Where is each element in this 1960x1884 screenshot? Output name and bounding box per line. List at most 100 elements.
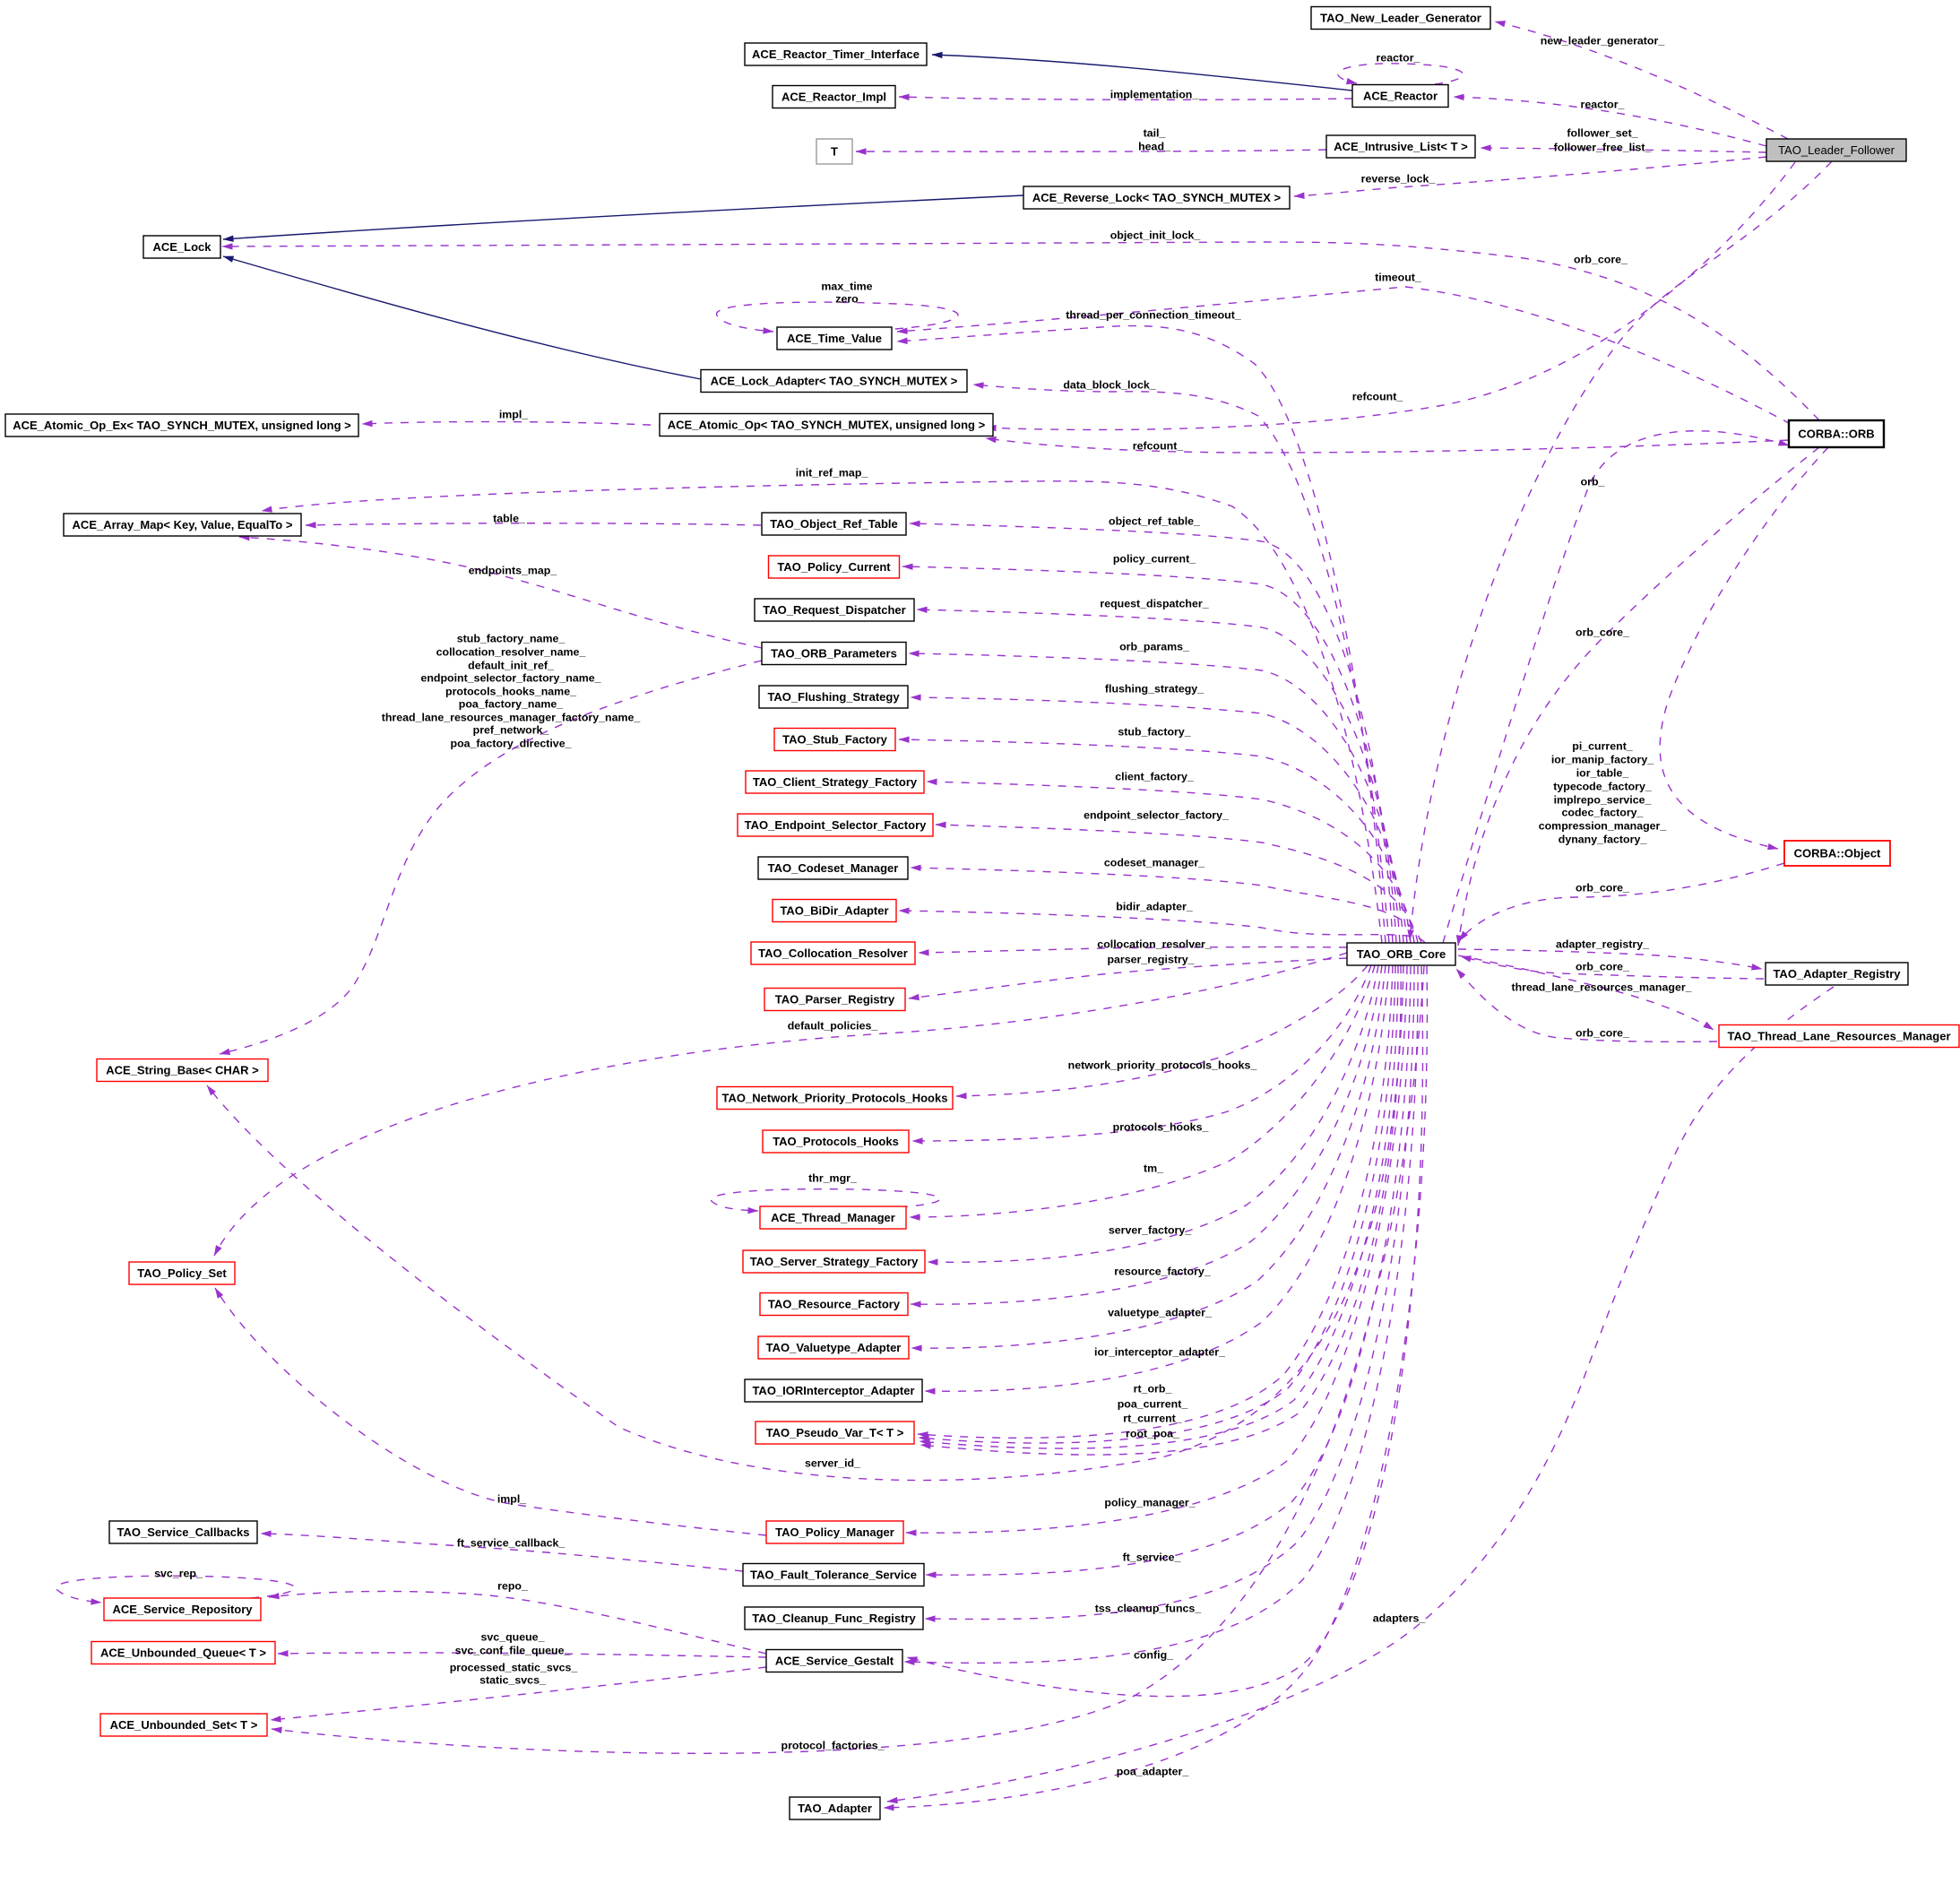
svg-text:tm_: tm_ <box>1144 1162 1163 1175</box>
svg-text:object_ref_table_: object_ref_table_ <box>1109 515 1200 528</box>
svg-text:ACE_Unbounded_Set< T >: ACE_Unbounded_Set< T > <box>110 1718 258 1732</box>
svg-text:ACE_Lock_Adapter< TAO_SYNCH_MU: ACE_Lock_Adapter< TAO_SYNCH_MUTEX > <box>711 375 958 388</box>
svg-text:ACE_String_Base< CHAR >: ACE_String_Base< CHAR > <box>106 1064 259 1077</box>
svg-text:stub_factory_: stub_factory_ <box>1118 726 1190 739</box>
svg-text:CORBA::Object: CORBA::Object <box>1794 847 1881 860</box>
svg-text:adapter_registry_: adapter_registry_ <box>1556 938 1649 951</box>
svg-text:reactor_: reactor_ <box>1377 52 1420 65</box>
svg-text:ACE_Unbounded_Queue< T >: ACE_Unbounded_Queue< T > <box>100 1646 266 1660</box>
svg-text:bidir_adapter_: bidir_adapter_ <box>1116 901 1192 913</box>
svg-text:TAO_ORB_Core: TAO_ORB_Core <box>1357 947 1446 961</box>
svg-text:ACE_Service_Repository: ACE_Service_Repository <box>112 1603 253 1616</box>
svg-text:object_init_lock_: object_init_lock_ <box>1110 229 1201 242</box>
svg-text:ACE_Lock: ACE_Lock <box>152 240 212 254</box>
svg-text:ior_manip_factory_: ior_manip_factory_ <box>1551 754 1653 766</box>
svg-text:timeout_: timeout_ <box>1375 272 1421 284</box>
svg-text:thread_lane_resources_manager_: thread_lane_resources_manager_factory_na… <box>382 712 641 724</box>
svg-text:TAO_Network_Priority_Protocols: TAO_Network_Priority_Protocols_Hooks <box>722 1092 948 1105</box>
svg-text:reactor_: reactor_ <box>1581 99 1625 111</box>
svg-text:TAO_Client_Strategy_Factory: TAO_Client_Strategy_Factory <box>753 775 918 789</box>
svg-text:impl_: impl_ <box>497 1493 526 1506</box>
svg-text:TAO_Thread_Lane_Resources_Mana: TAO_Thread_Lane_Resources_Manager <box>1727 1030 1950 1043</box>
svg-text:ACE_Array_Map< Key, Value, Equ: ACE_Array_Map< Key, Value, EqualTo > <box>73 518 293 531</box>
svg-text:adapters_: adapters_ <box>1373 1612 1426 1625</box>
svg-text:T: T <box>831 145 838 159</box>
svg-text:ACE_Time_Value: ACE_Time_Value <box>787 332 882 345</box>
svg-text:TAO_Endpoint_Selector_Factory: TAO_Endpoint_Selector_Factory <box>745 818 928 832</box>
svg-text:svc_rep_: svc_rep_ <box>154 1568 203 1580</box>
svg-text:ACE_Atomic_Op_Ex< TAO_SYNCH_MU: ACE_Atomic_Op_Ex< TAO_SYNCH_MUTEX, unsig… <box>13 419 351 432</box>
svg-text:TAO_ORB_Parameters: TAO_ORB_Parameters <box>771 647 897 661</box>
svg-text:codec_factory_: codec_factory_ <box>1562 807 1644 819</box>
svg-text:protocol_factories_: protocol_factories_ <box>781 1740 885 1752</box>
svg-text:ior_table_: ior_table_ <box>1576 767 1629 780</box>
svg-text:TAO_Leader_Follower: TAO_Leader_Follower <box>1778 143 1895 157</box>
svg-text:flushing_strategy_: flushing_strategy_ <box>1105 683 1204 696</box>
svg-text:CORBA::ORB: CORBA::ORB <box>1798 428 1874 441</box>
svg-text:valuetype_adapter_: valuetype_adapter_ <box>1108 1307 1212 1319</box>
svg-text:config_: config_ <box>1134 1649 1173 1662</box>
svg-text:orb_core_: orb_core_ <box>1574 254 1628 266</box>
svg-text:TAO_Service_Callbacks: TAO_Service_Callbacks <box>117 1525 250 1539</box>
svg-text:TAO_Policy_Manager: TAO_Policy_Manager <box>775 1525 894 1539</box>
svg-text:TAO_Resource_Factory: TAO_Resource_Factory <box>768 1298 901 1311</box>
svg-text:TAO_Object_Ref_Table: TAO_Object_Ref_Table <box>770 517 898 531</box>
svg-text:TAO_Protocols_Hooks: TAO_Protocols_Hooks <box>773 1135 899 1148</box>
svg-text:init_ref_map_: init_ref_map_ <box>796 467 868 480</box>
svg-text:new_leader_generator_: new_leader_generator_ <box>1541 35 1665 48</box>
svg-text:server_id_: server_id_ <box>805 1457 860 1470</box>
svg-text:TAO_Adapter_Registry: TAO_Adapter_Registry <box>1773 967 1901 981</box>
svg-text:TAO_Request_Dispatcher: TAO_Request_Dispatcher <box>763 603 905 617</box>
svg-text:poa_factory_name_: poa_factory_name_ <box>459 698 563 711</box>
svg-text:parser_registry_: parser_registry_ <box>1107 954 1194 966</box>
svg-text:poa_adapter_: poa_adapter_ <box>1117 1766 1189 1778</box>
svg-text:processed_static_svcs_: processed_static_svcs_ <box>450 1662 578 1674</box>
svg-text:TAO_Pseudo_Var_T< T >: TAO_Pseudo_Var_T< T > <box>766 1426 904 1439</box>
svg-text:ACE_Intrusive_List< T >: ACE_Intrusive_List< T > <box>1334 140 1468 153</box>
svg-text:TAO_Codeset_Manager: TAO_Codeset_Manager <box>768 861 899 875</box>
svg-text:TAO_IORInterceptor_Adapter: TAO_IORInterceptor_Adapter <box>752 1384 914 1397</box>
svg-text:svc_conf_file_queue_: svc_conf_file_queue_ <box>455 1645 571 1657</box>
svg-text:thread_per_connection_timeout_: thread_per_connection_timeout_ <box>1066 309 1241 322</box>
svg-text:ft_service_callback_: ft_service_callback_ <box>457 1537 566 1550</box>
svg-text:static_svcs_: static_svcs_ <box>479 1674 546 1687</box>
svg-text:ft_service_: ft_service_ <box>1123 1551 1181 1564</box>
svg-text:svc_queue_: svc_queue_ <box>481 1631 545 1644</box>
svg-text:implementation_: implementation_ <box>1110 89 1199 101</box>
svg-text:impl_: impl_ <box>499 409 528 421</box>
svg-text:rt_orb_: rt_orb_ <box>1134 1383 1172 1396</box>
svg-text:ACE_Atomic_Op< TAO_SYNCH_MUTEX: ACE_Atomic_Op< TAO_SYNCH_MUTEX, unsigned… <box>668 419 986 432</box>
svg-text:endpoint_selector_factory_name: endpoint_selector_factory_name_ <box>420 672 600 685</box>
svg-text:TAO_Policy_Current: TAO_Policy_Current <box>777 560 891 574</box>
svg-text:default_init_ref_: default_init_ref_ <box>468 660 554 672</box>
svg-text:pi_current_: pi_current_ <box>1572 740 1633 753</box>
svg-text:network_priority_protocols_hoo: network_priority_protocols_hooks_ <box>1068 1059 1257 1072</box>
svg-text:orb_params_: orb_params_ <box>1119 641 1189 653</box>
svg-text:TAO_Collocation_Resolver: TAO_Collocation_Resolver <box>758 946 908 960</box>
svg-text:TAO_Parser_Registry: TAO_Parser_Registry <box>775 993 895 1007</box>
svg-text:request_dispatcher_: request_dispatcher_ <box>1100 598 1208 610</box>
svg-text:endpoint_selector_factory_: endpoint_selector_factory_ <box>1084 809 1229 822</box>
svg-text:zero: zero <box>835 293 859 306</box>
svg-text:table_: table_ <box>493 513 525 525</box>
svg-text:orb_core_: orb_core_ <box>1576 882 1629 894</box>
svg-text:dynany_factory_: dynany_factory_ <box>1559 834 1647 846</box>
svg-text:pref_network_: pref_network_ <box>473 724 549 737</box>
svg-text:rt_current_: rt_current_ <box>1123 1413 1182 1425</box>
svg-text:orb_core_: orb_core_ <box>1576 961 1629 973</box>
svg-text:stub_factory_name_: stub_factory_name_ <box>457 633 566 645</box>
svg-text:policy_current_: policy_current_ <box>1113 553 1196 566</box>
svg-text:head_: head_ <box>1138 141 1170 153</box>
svg-text:ACE_Reactor: ACE_Reactor <box>1363 90 1438 103</box>
svg-text:ACE_Service_Gestalt: ACE_Service_Gestalt <box>775 1655 894 1668</box>
svg-text:endpoints_map_: endpoints_map_ <box>469 565 557 577</box>
svg-text:ACE_Reverse_Lock< TAO_SYNCH_MU: ACE_Reverse_Lock< TAO_SYNCH_MUTEX > <box>1032 191 1282 204</box>
svg-text:default_policies_: default_policies_ <box>788 1020 878 1033</box>
svg-text:orb_core_: orb_core_ <box>1576 1027 1629 1040</box>
svg-text:typecode_factory_: typecode_factory_ <box>1553 781 1652 793</box>
svg-text:TAO_Server_Strategy_Factory: TAO_Server_Strategy_Factory <box>750 1255 919 1268</box>
svg-text:thr_mgr_: thr_mgr_ <box>808 1172 857 1185</box>
svg-text:follower_free_list_: follower_free_list_ <box>1554 142 1652 154</box>
svg-text:policy_manager_: policy_manager_ <box>1104 1497 1195 1509</box>
svg-text:root_poa_: root_poa_ <box>1126 1428 1179 1440</box>
